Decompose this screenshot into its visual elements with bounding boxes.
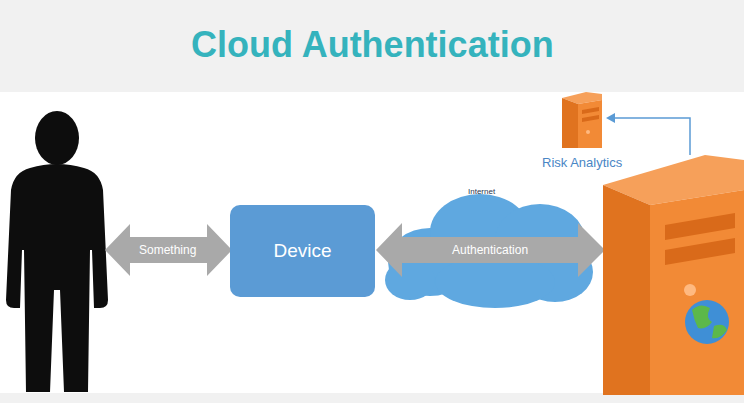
server-label: Risk Analytics <box>542 155 622 170</box>
title-band <box>0 0 744 92</box>
cloud-node: Internet <box>468 187 495 196</box>
title: Cloud Authentication <box>191 24 554 66</box>
process-box: Device <box>230 205 375 297</box>
server-icon <box>560 88 604 150</box>
box-label: Device <box>273 240 331 262</box>
arrow-label: Something <box>139 243 196 257</box>
arrowhead <box>606 113 615 123</box>
double-arrow <box>105 224 232 276</box>
connector-line <box>614 118 690 155</box>
person-silhouette <box>6 111 108 392</box>
arrow-label: Authentication <box>452 243 528 257</box>
server-node: Risk Analytics <box>542 88 622 170</box>
double-arrow <box>376 223 605 277</box>
cloud-label: Internet <box>468 187 495 196</box>
web-server <box>603 155 744 395</box>
